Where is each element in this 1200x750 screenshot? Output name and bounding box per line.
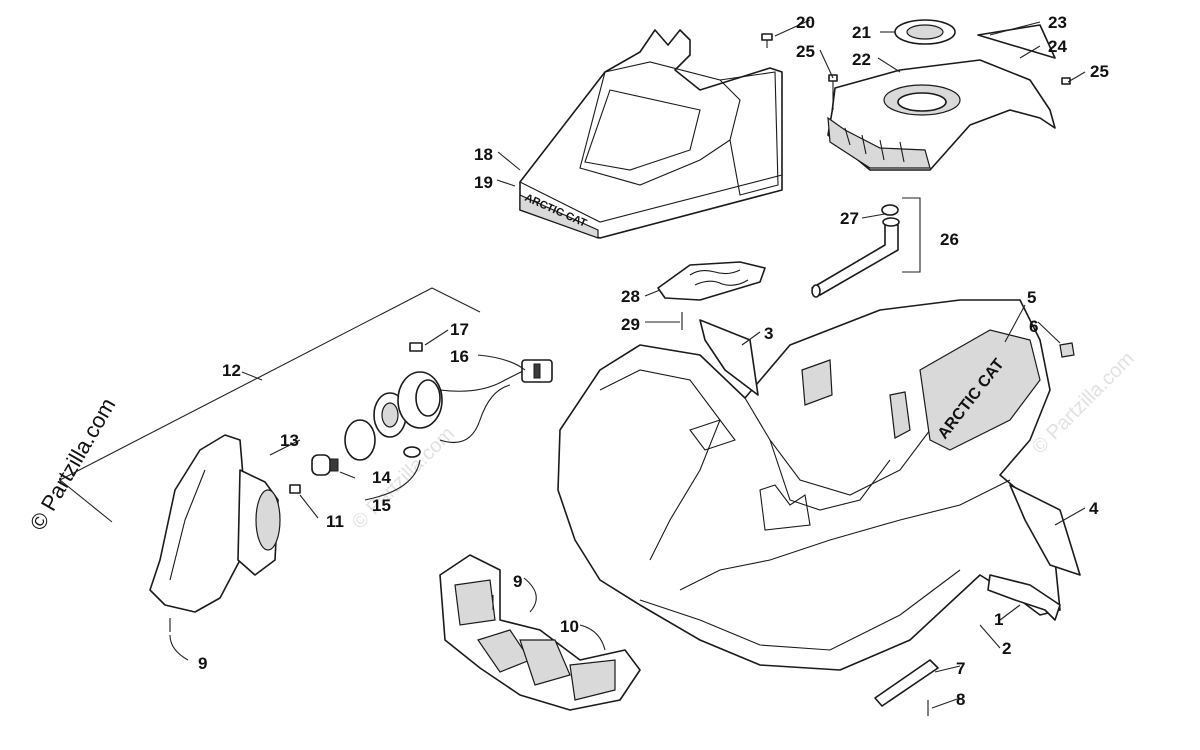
- pad-28: [657, 261, 766, 330]
- bracket-1: [987, 574, 1061, 621]
- callout-27: 27: [840, 209, 859, 228]
- decal-3: [699, 319, 759, 396]
- front-fender-body: ARCTIC CAT: [557, 299, 1075, 671]
- callout-24: 24: [1048, 37, 1067, 56]
- seat-assembly: ARCTIC CAT: [519, 29, 783, 239]
- callout-29: 29: [621, 315, 640, 334]
- callout-15: 15: [372, 496, 391, 515]
- vent-tube-assembly: [811, 197, 921, 298]
- decal-4: [1009, 484, 1081, 576]
- callout-5: 5: [1027, 288, 1036, 307]
- callout-3: 3: [764, 324, 773, 343]
- callout-9-headlight: 9: [198, 654, 207, 673]
- callout-10: 10: [560, 617, 579, 636]
- callout-11: 11: [326, 512, 344, 531]
- callout-16: 16: [450, 347, 469, 366]
- callout-23: 23: [1048, 13, 1067, 32]
- callout-20: 20: [796, 13, 815, 32]
- callout-12: 12: [222, 361, 241, 380]
- headlight-assembly: [59, 287, 553, 632]
- strap-7: [874, 659, 939, 716]
- callout-4: 4: [1089, 499, 1099, 518]
- callout-13: 13: [280, 431, 299, 450]
- callout-14: 14: [372, 468, 391, 487]
- callout-18: 18: [474, 145, 493, 164]
- callout-numbers: 1 2 3 4 5 6 7 8 9 9 10 11 12 13 14 15 16…: [198, 13, 1109, 709]
- tank-cover-assembly: [827, 19, 1071, 171]
- leader-lines: [169, 19, 1086, 709]
- callout-19: 19: [474, 173, 493, 192]
- callout-22: 22: [852, 50, 871, 69]
- callout-9-grille: 9: [513, 572, 522, 591]
- callout-25-left: 25: [796, 42, 815, 61]
- callout-26: 26: [940, 230, 959, 249]
- callout-2: 2: [1002, 639, 1011, 658]
- callout-8: 8: [956, 690, 965, 709]
- screw-20: [761, 33, 773, 48]
- callout-1: 1: [994, 610, 1003, 629]
- callout-17: 17: [450, 320, 469, 339]
- callout-25-right: 25: [1090, 62, 1109, 81]
- callout-6: 6: [1029, 317, 1038, 336]
- callout-28: 28: [621, 287, 640, 306]
- callout-7: 7: [956, 659, 965, 678]
- front-grille-10: [439, 554, 641, 711]
- partzilla-credit: © Partzilla.com: [25, 394, 121, 535]
- callout-21: 21: [852, 23, 871, 42]
